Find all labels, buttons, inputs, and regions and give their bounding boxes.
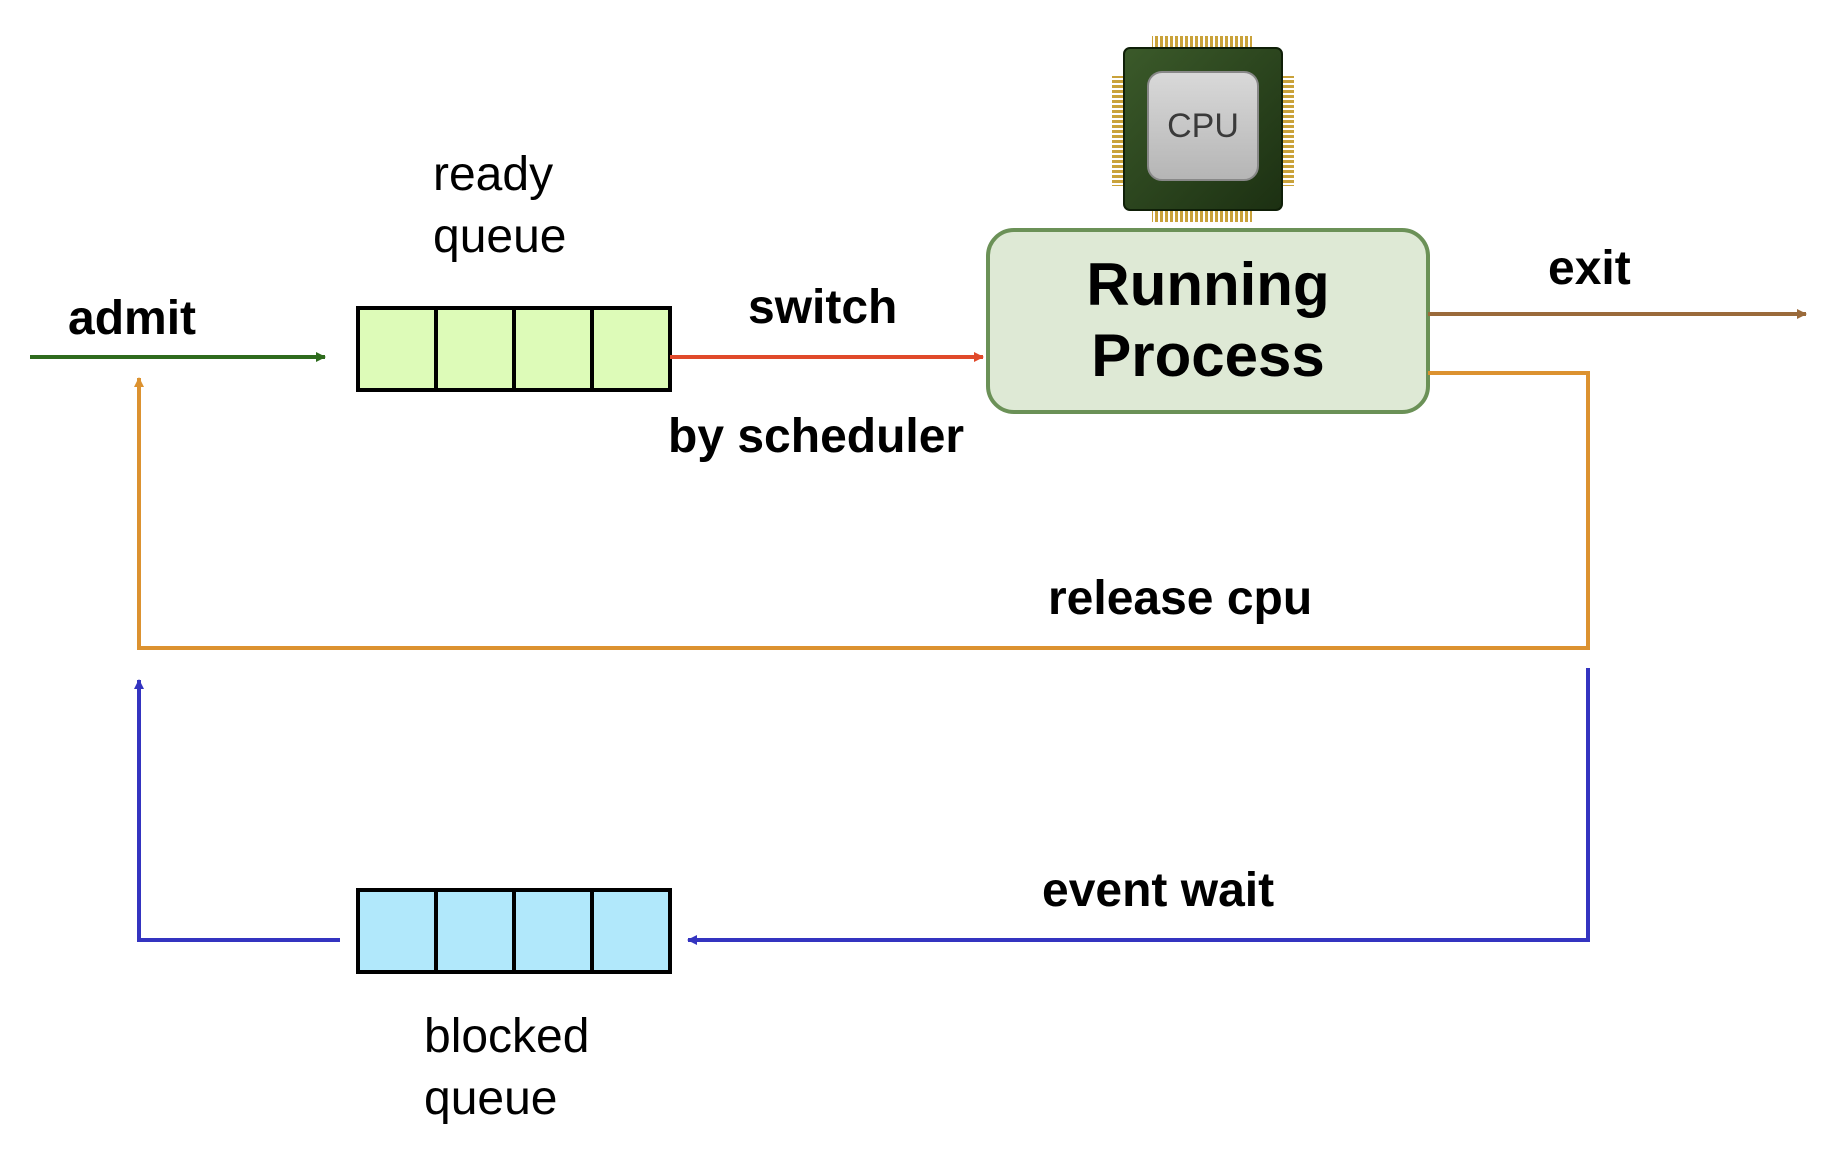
ready-queue-label-line2: queue bbox=[433, 210, 566, 263]
unblock-arrow bbox=[134, 679, 340, 942]
exit-label: exit bbox=[1548, 242, 1631, 295]
event-wait-label: event wait bbox=[1042, 864, 1274, 917]
running-process-label-line2: Process bbox=[1091, 322, 1325, 389]
cpu-chip-icon: CPU bbox=[1112, 36, 1294, 222]
ready-queue-label-line1: ready bbox=[433, 148, 553, 201]
release-cpu-label: release cpu bbox=[1048, 572, 1312, 625]
release-cpu-arrow bbox=[134, 371, 1590, 650]
admit-label: admit bbox=[68, 292, 196, 345]
blocked-queue bbox=[356, 888, 672, 974]
cpu-chip-label: CPU bbox=[1167, 107, 1239, 145]
by-scheduler-label: by scheduler bbox=[668, 410, 964, 463]
blocked-queue-label-line1: blocked bbox=[424, 1010, 589, 1063]
event-wait-arrow bbox=[687, 668, 1590, 945]
running-process-box bbox=[986, 228, 1430, 414]
blocked-queue-label-line2: queue bbox=[424, 1072, 557, 1125]
switch-label: switch bbox=[748, 281, 897, 334]
ready-queue bbox=[356, 306, 672, 392]
running-process-label-line1: Running bbox=[1086, 251, 1329, 318]
